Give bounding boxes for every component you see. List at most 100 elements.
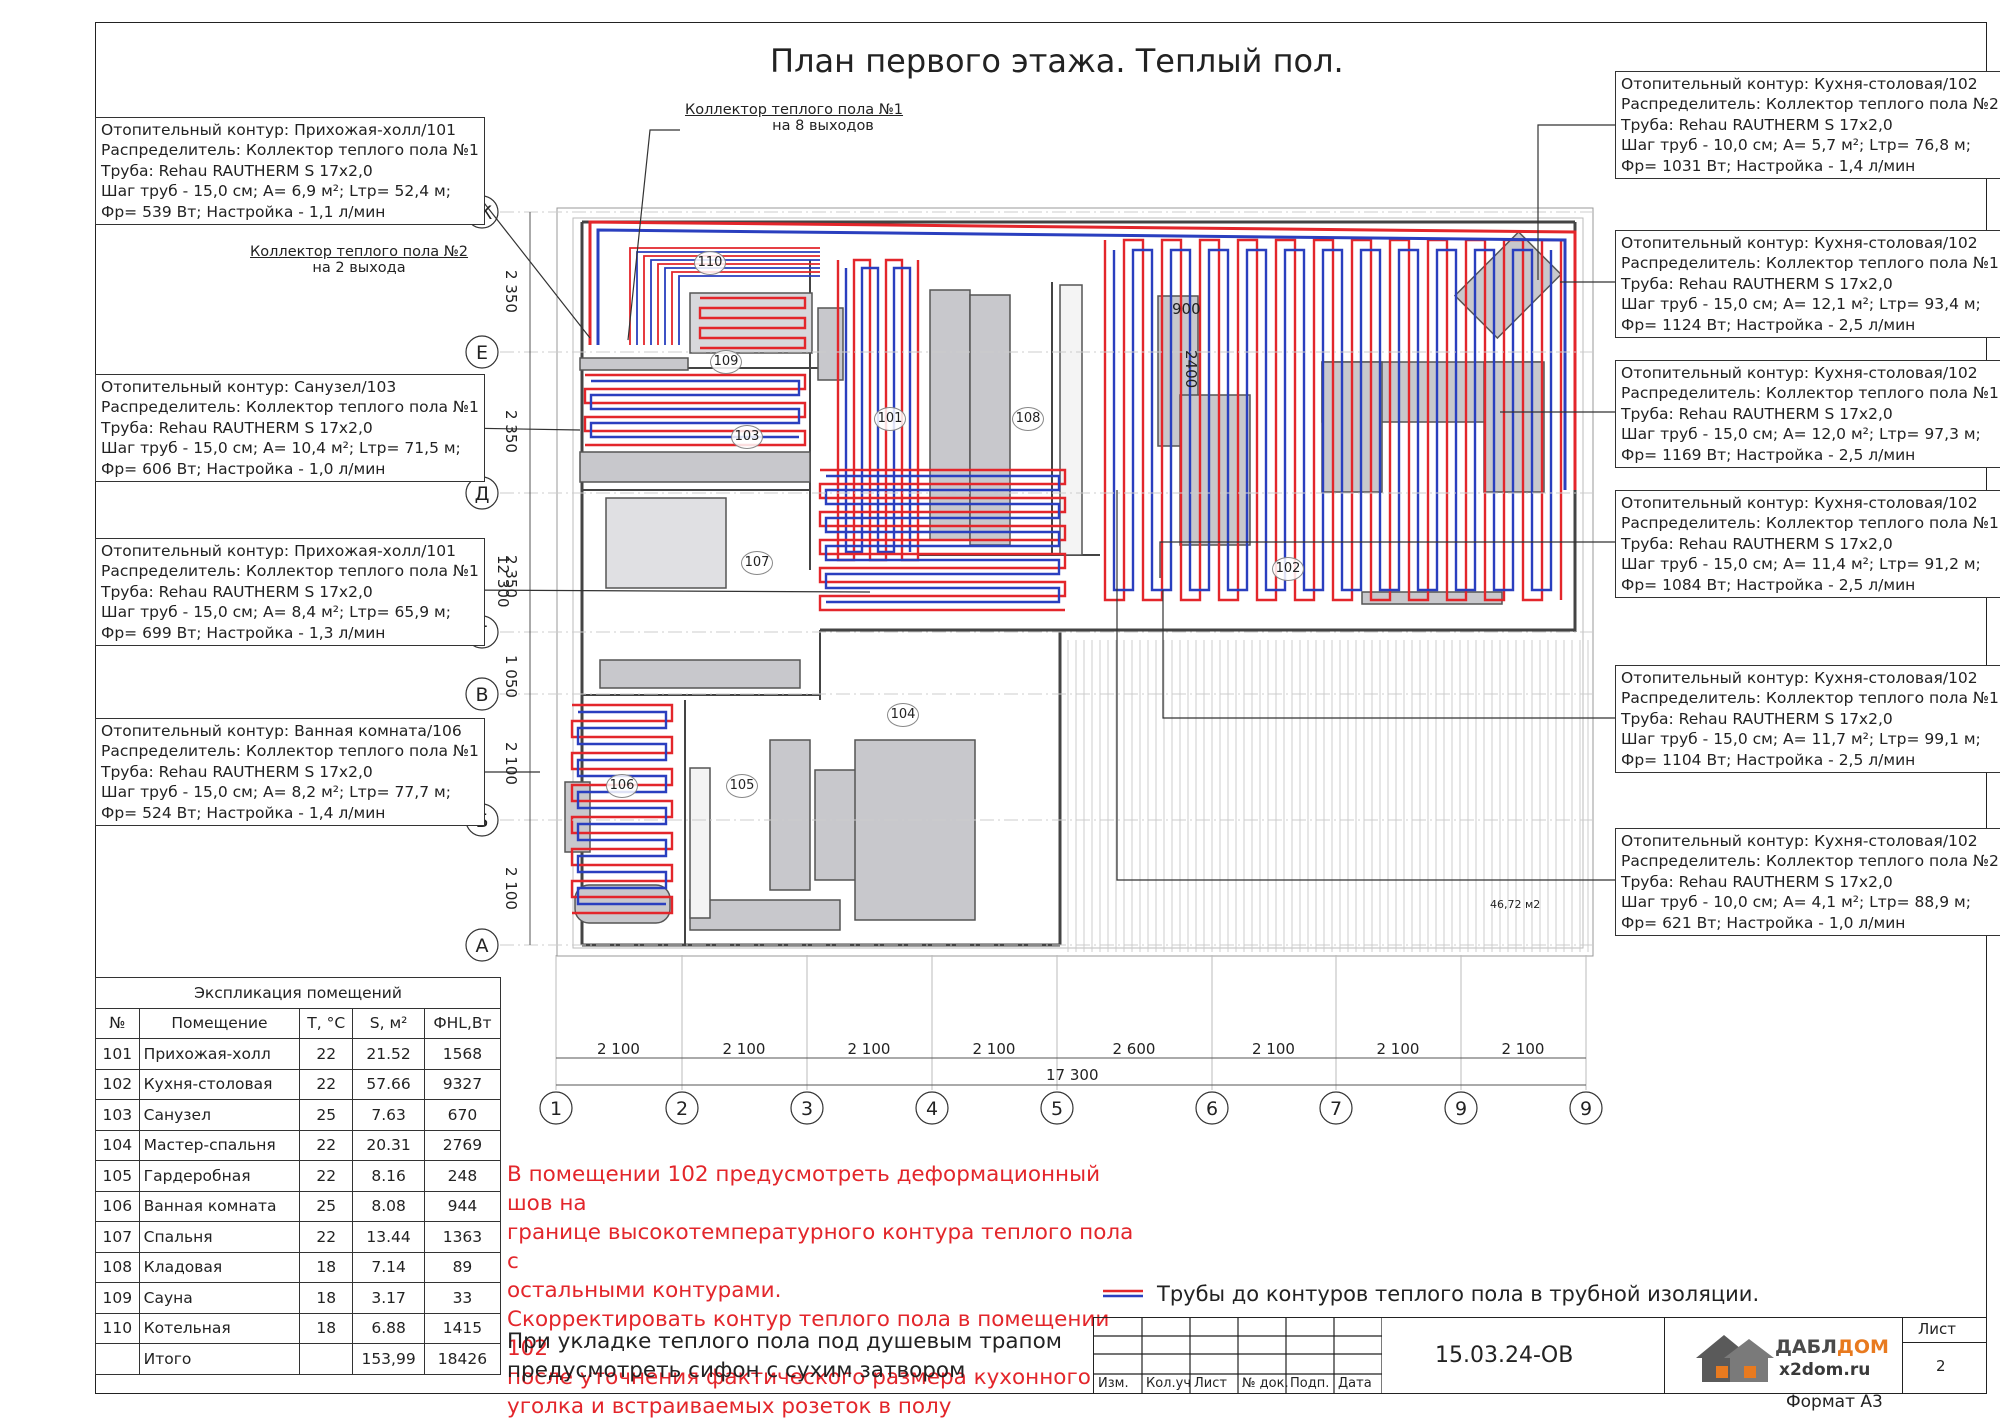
row-dimension: 2 100 — [502, 742, 520, 785]
callout-line: Отопительный контур: Кухня-столовая/102 — [1621, 832, 1978, 850]
callout-line: Труба: Rehau RAUTHERM S 17х2,0 — [101, 582, 373, 601]
paper-format: Формат А3 — [1786, 1392, 1883, 1412]
pipe-loop — [698, 296, 807, 350]
table-cell: 21.52 — [352, 1038, 425, 1070]
axis-col-label: 1 — [550, 1098, 562, 1120]
pipe-loop — [1103, 238, 1563, 602]
callout-line: Распределитель: Коллектор теплого пола №… — [1621, 852, 1999, 871]
red-note-line: после уточнения фактического размера кух… — [507, 1365, 1091, 1390]
row-dimension: 2 350 — [502, 410, 520, 453]
column-dimension: 2 100 — [722, 1040, 766, 1058]
callout-line: Труба: Rehau RAUTHERM S 17х2,0 — [1621, 872, 1893, 891]
table-cell: 22 — [299, 1068, 354, 1100]
callout-line: Отопительный контур: Прихожая-холл/101 — [101, 542, 456, 560]
page-title: План первого этажа. Теплый пол. — [770, 42, 1344, 80]
axis-col-bubble — [1444, 1091, 1478, 1125]
title-block-cell: Лист — [1194, 1376, 1227, 1391]
callout-line: Отопительный контур: Кухня-столовая/102 — [1621, 494, 1978, 512]
row-dimension: 1 050 — [502, 655, 520, 698]
collector-outlet — [657, 263, 820, 345]
table-cell: 107 — [95, 1221, 140, 1253]
callout-line: Труба: Rehau RAUTHERM S 17х2,0 — [1621, 534, 1893, 553]
callout-line: Фр= 699 Вт; Настройка - 1,3 л/мин — [101, 623, 386, 642]
table-cell: 670 — [423, 1099, 502, 1131]
table-cell: Кладовая — [138, 1251, 301, 1283]
table-cell: 22 — [299, 1038, 354, 1070]
table-cell: 7.14 — [352, 1251, 425, 1283]
axis-col-label: 6 — [1206, 1098, 1218, 1120]
collector-2-label: Коллектор теплого пола №2 на 2 выхода — [250, 244, 469, 276]
axis-row-label: Е — [476, 342, 488, 364]
title-block-cell: Кол.уч — [1146, 1376, 1191, 1391]
table-cell: 2769 — [423, 1129, 502, 1161]
callout-line: Фр= 524 Вт; Настройка - 1,4 л/мин — [101, 803, 386, 822]
callout-line: Фр= 539 Вт; Настройка - 1,1 л/мин — [101, 202, 386, 221]
explication-header-cell: T, °C — [299, 1007, 354, 1039]
callout-line: Распределитель: Коллектор теплого пола №… — [1621, 689, 1999, 708]
room-number: 105 — [726, 774, 758, 798]
callout-line: Фр= 1124 Вт; Настройка - 2,5 л/мин — [1621, 315, 1916, 334]
sheet-number: 2 — [1936, 1357, 1946, 1375]
table-cell: 18 — [299, 1282, 354, 1314]
axis-row-bubble — [465, 335, 499, 369]
table-cell: 101 — [95, 1038, 140, 1070]
pipe-loop — [1112, 248, 1553, 592]
table-cell: 106 — [95, 1190, 140, 1222]
title-block-cell: № док. — [1242, 1376, 1289, 1391]
callout-line: Распределитель: Коллектор теплого пола №… — [101, 742, 479, 761]
callout-line: Шаг труб - 15,0 см; А= 6,9 м²; Lтр= 52,4… — [101, 182, 451, 201]
axis-col-label: 9 — [1455, 1098, 1467, 1120]
axis-col-bubble — [790, 1091, 824, 1125]
explication-header-cell: S, м² — [352, 1007, 425, 1039]
table-cell: 108 — [95, 1251, 140, 1283]
callout-line: Шаг труб - 15,0 см; А= 12,1 м²; Lтр= 93,… — [1621, 295, 1981, 314]
callout-line: Распределитель: Коллектор теплого пола №… — [1621, 384, 1999, 403]
callout-line: Фр= 1169 Вт; Настройка - 2,5 л/мин — [1621, 445, 1916, 464]
table-cell: 6.88 — [352, 1312, 425, 1344]
row-dimension: 2 350 — [502, 270, 520, 313]
column-dimension: 2 100 — [1501, 1040, 1545, 1058]
table-cell: 25 — [299, 1099, 354, 1131]
explication-header-cell: № — [95, 1007, 140, 1039]
kitchen-width-dim: 900 — [1172, 300, 1201, 318]
callout-line: Фр= 1084 Вт; Настройка - 2,5 л/мин — [1621, 575, 1916, 594]
callout-line: Отопительный контур: Санузел/103 — [101, 378, 397, 396]
table-cell — [95, 1343, 140, 1375]
room-number: 110 — [694, 251, 726, 275]
table-cell: Спальня — [138, 1221, 301, 1253]
room-number: 106 — [606, 774, 638, 798]
total-vertical-dimension: 12 300 — [494, 555, 512, 608]
callout-line: Фр= 1104 Вт; Настройка - 2,5 л/мин — [1621, 750, 1916, 769]
table-cell: 1363 — [423, 1221, 502, 1253]
callout-line: Отопительный контур: Кухня-столовая/102 — [1621, 234, 1978, 252]
heating-pipes — [570, 220, 1577, 915]
callout-line: Распределитель: Коллектор теплого пола №… — [101, 562, 479, 581]
callout-line: Шаг труб - 15,0 см; А= 11,7 м²; Lтр= 99,… — [1621, 730, 1981, 749]
collector-outlet — [671, 271, 820, 345]
axis-col-label: 4 — [926, 1098, 938, 1120]
collector-outlet — [678, 275, 820, 345]
axis-row-bubble — [465, 677, 499, 711]
axis-col-label: 7 — [1330, 1098, 1342, 1120]
axis-col-label: 3 — [801, 1098, 813, 1120]
pipe-loop — [589, 379, 801, 439]
table-cell: 153,99 — [352, 1343, 425, 1375]
callout-line: Распределитель: Коллектор теплого пола №… — [1621, 514, 1999, 533]
table-cell: 1568 — [423, 1038, 502, 1070]
callout-line: Труба: Rehau RAUTHERM S 17х2,0 — [101, 418, 373, 437]
table-cell: 109 — [95, 1282, 140, 1314]
table-cell: 3.17 — [352, 1282, 425, 1314]
table-cell: Прихожая-холл — [138, 1038, 301, 1070]
column-dimension: 2 100 — [597, 1040, 640, 1058]
house-logo-icon — [1696, 1335, 1774, 1382]
